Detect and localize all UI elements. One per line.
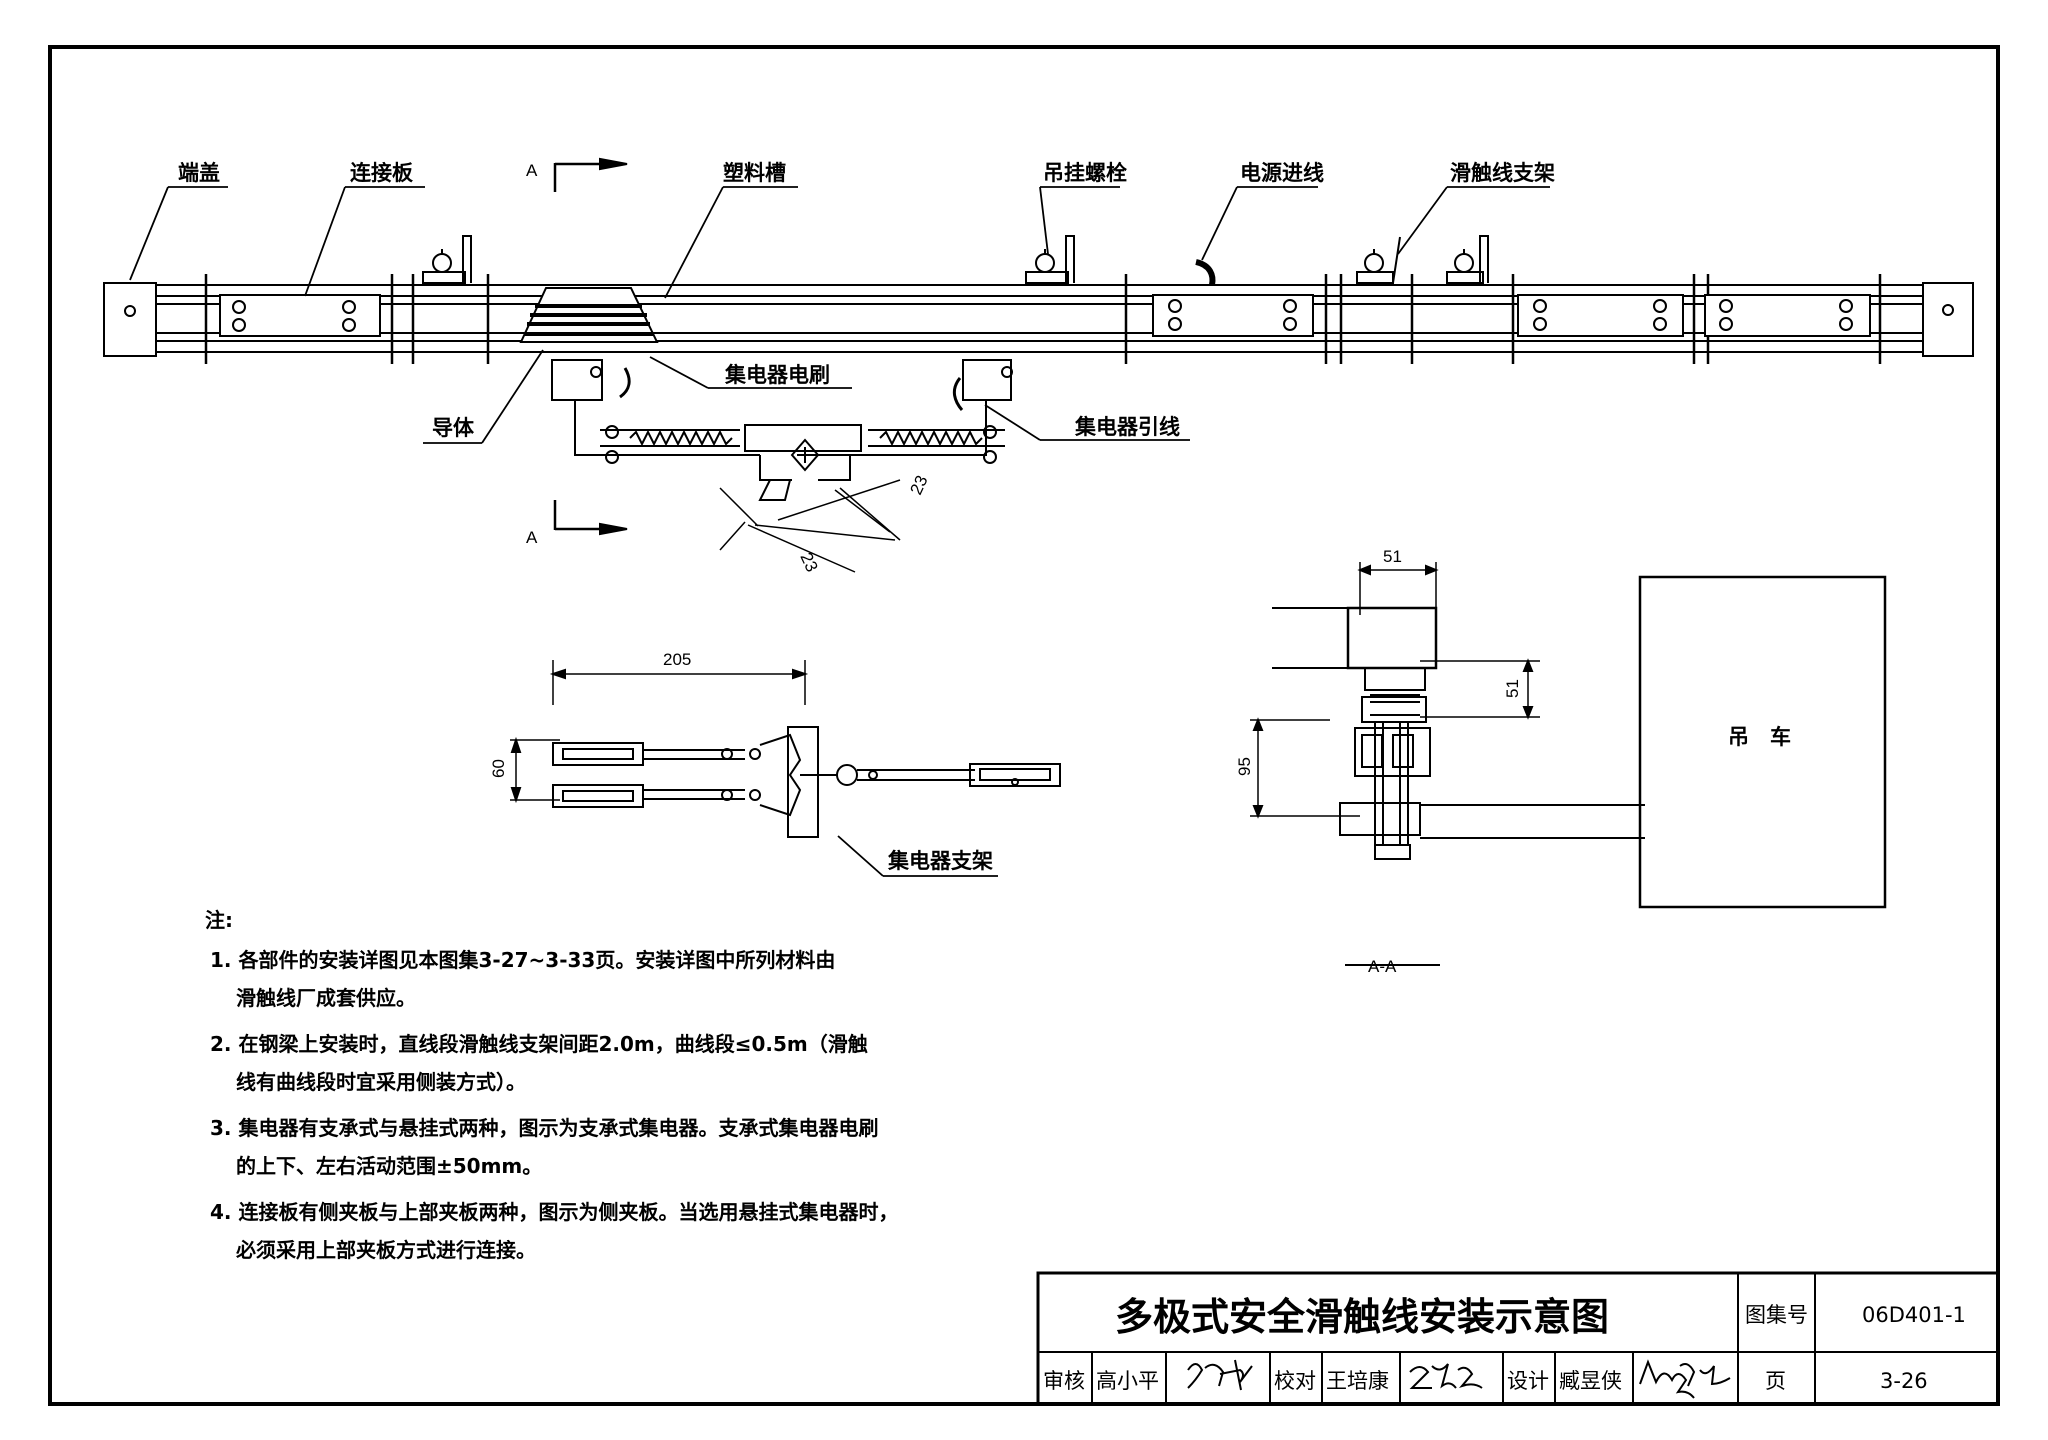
section-aa-view: [1250, 562, 1887, 966]
connector-plate: [219, 294, 381, 337]
dim-51-side: 51: [1503, 679, 1522, 698]
hanging-bolt: [1446, 235, 1489, 284]
label-power-inlet: 电源进线: [1240, 161, 1324, 185]
label-end-cap: 端盖: [178, 161, 220, 185]
checker-name: 王培康: [1326, 1369, 1389, 1393]
label-collector-bracket: 集电器支架: [887, 849, 993, 873]
dim-23-left: 23: [796, 550, 821, 575]
drawing-frame: [48, 45, 2000, 1406]
label-plastic-trough: 塑料槽: [723, 161, 786, 185]
designer-signature: [1639, 1359, 1731, 1399]
dim-60: 60: [489, 759, 508, 778]
label-hanging-bolt: 吊挂螺栓: [1043, 161, 1127, 185]
page-number: 3-26: [1880, 1369, 1928, 1393]
design-label: 设计: [1507, 1369, 1549, 1393]
busbar-rail: [103, 274, 1974, 364]
collector-brush: [519, 287, 659, 343]
drawing-title: 多极式安全滑触线安装示意图: [1115, 1295, 1609, 1339]
checker-signature: [1409, 1363, 1483, 1389]
note-4-cont: 必须采用上部夹板方式进行连接。: [235, 1238, 536, 1262]
check-label: 校对: [1274, 1369, 1316, 1393]
page-label: 页: [1765, 1369, 1786, 1393]
connector-plate: [1152, 294, 1314, 337]
hanging-bolt: [1025, 235, 1075, 284]
note-3-cont: 的上下、左右活动范围±50mm。: [236, 1154, 542, 1178]
connector-plate: [1517, 294, 1684, 337]
collector-bracket-detail: [510, 660, 1061, 838]
designer-name: 臧昱侠: [1559, 1369, 1622, 1393]
label-conductor: 导体: [432, 416, 475, 440]
atlas-no: 06D401-1: [1862, 1303, 1966, 1327]
dimension-23-lines: [719, 479, 901, 573]
hanging-bolt: [422, 235, 472, 284]
label-collector-brush: 集电器电刷: [724, 363, 830, 387]
dim-51-top: 51: [1383, 547, 1402, 566]
note-1: 1. 各部件的安装详图见本图集3-27~3-33页。安装详图中所列材料由: [210, 948, 835, 972]
note-4: 4. 连接板有侧夹板与上部夹板两种，图示为侧夹板。当选用悬挂式集电器时，: [210, 1200, 898, 1224]
section-mark-bottom: A: [526, 528, 538, 547]
atlas-no-label: 图集号: [1745, 1303, 1808, 1327]
note-3: 3. 集电器有支承式与悬挂式两种，图示为支承式集电器。支承式集电器电刷: [210, 1116, 878, 1140]
section-mark-top: A: [526, 161, 538, 180]
label-crane: 吊 车: [1728, 725, 1791, 749]
reviewer-signature: [1187, 1359, 1253, 1391]
power-inlet-cable: [1195, 259, 1216, 286]
label-leaders: [129, 186, 1550, 877]
section-title: A-A: [1368, 957, 1397, 976]
note-2: 2. 在钢梁上安装时，直线段滑触线支架间距2.0m，曲线段≤0.5m（滑触: [210, 1032, 868, 1056]
hanging-bolt: [1356, 236, 1401, 284]
notes-heading: 注:: [205, 908, 233, 932]
dim-205: 205: [663, 650, 691, 669]
label-rail-bracket: 滑触线支架: [1450, 161, 1555, 185]
collector-arm: [551, 359, 1013, 501]
connector-plate: [1704, 294, 1871, 337]
section-cut-marks: [553, 157, 628, 536]
review-label: 审核: [1043, 1369, 1085, 1393]
title-block: [1036, 1271, 2000, 1406]
dim-23-right: 23: [906, 473, 931, 498]
signatures: [1187, 1359, 1731, 1399]
reviewer-name: 高小平: [1096, 1369, 1159, 1393]
label-connector-plate: 连接板: [350, 161, 414, 185]
label-collector-lead: 集电器引线: [1074, 415, 1180, 439]
note-1-cont: 滑触线厂成套供应。: [236, 986, 416, 1010]
dim-95: 95: [1235, 757, 1254, 776]
note-2-cont: 线有曲线段时宜采用侧装方式）。: [236, 1070, 526, 1094]
